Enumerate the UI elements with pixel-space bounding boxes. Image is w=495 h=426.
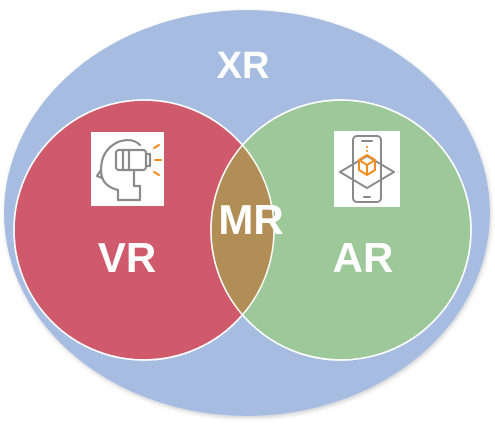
xr-label: XR [217, 45, 270, 87]
vr-headset-icon [91, 132, 164, 206]
vr-circle-outline [13, 99, 275, 361]
mr-label: MR [218, 196, 283, 243]
ar-phone-cube-icon [334, 131, 400, 207]
ar-label: AR [333, 234, 394, 281]
vr-label: VR [98, 234, 156, 281]
ar-circle-outline [210, 99, 472, 361]
